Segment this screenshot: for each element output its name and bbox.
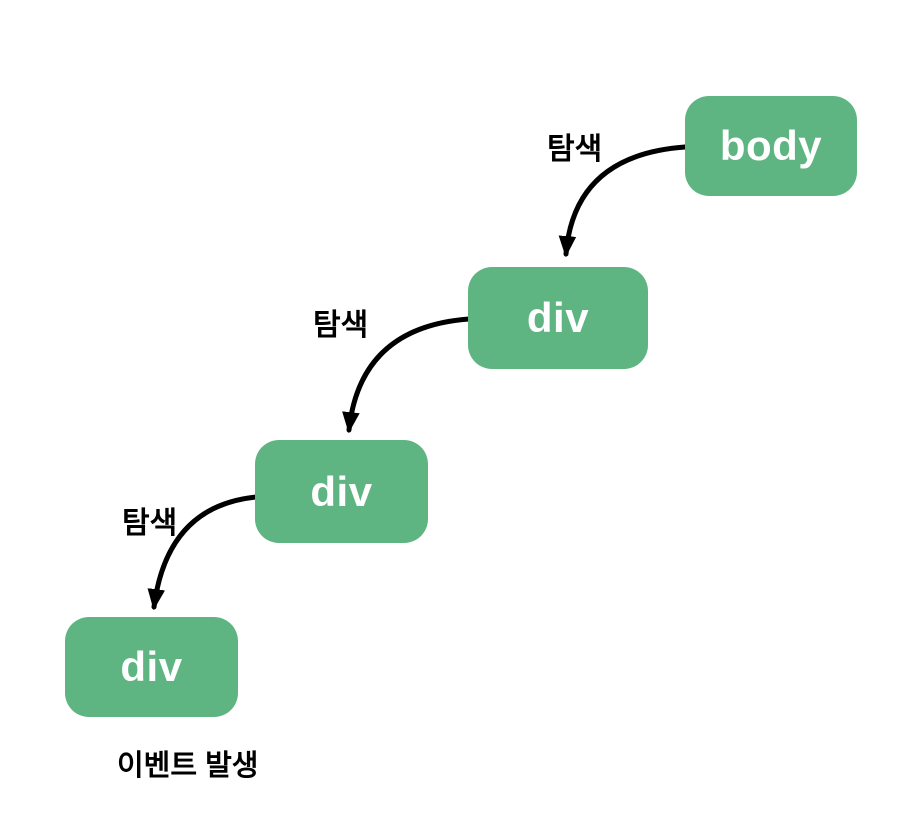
node-div-2: div <box>255 440 428 543</box>
node-div-3: div <box>65 617 238 717</box>
node-div-1: div <box>468 267 648 369</box>
node-body: body <box>685 96 857 196</box>
node-div-2-label: div <box>310 467 373 515</box>
node-div-3-label: div <box>120 643 183 690</box>
caption-event-occurrence: 이벤트 발생 <box>117 750 259 782</box>
edge-label-traverse-3: 탐색 <box>122 507 178 540</box>
edge-label-traverse-1: 탐색 <box>547 133 603 166</box>
edge-label-traverse-2: 탐색 <box>313 309 369 342</box>
node-body-label: body <box>719 122 823 169</box>
node-div-1-label: div <box>526 294 590 341</box>
